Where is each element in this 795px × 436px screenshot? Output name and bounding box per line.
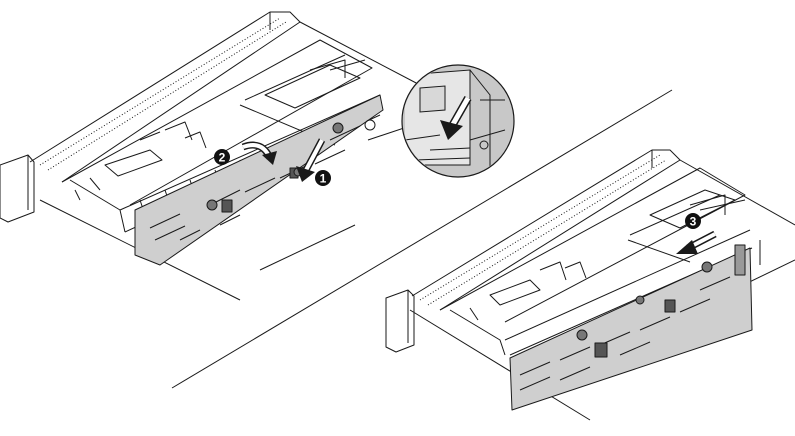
- right-backplane: [509, 244, 753, 411]
- step-number-1: 1: [320, 172, 327, 186]
- left-server-chassis: [0, 11, 421, 301]
- detail-callout: [401, 64, 515, 178]
- arrow-left-icon: [676, 230, 717, 254]
- arrow-curve-icon: [241, 141, 277, 165]
- step-number-3: 3: [690, 215, 697, 229]
- step-number-2: 2: [219, 151, 226, 165]
- left-backplane: [134, 94, 384, 266]
- callout-arrow-down-icon: [440, 96, 472, 140]
- step-badge-1: 1: [315, 170, 331, 186]
- separator-line: [171, 89, 673, 389]
- step-badge-2: 2: [214, 149, 230, 165]
- step-badge-3: 3: [685, 213, 701, 229]
- arrow-down-icon: [296, 138, 326, 182]
